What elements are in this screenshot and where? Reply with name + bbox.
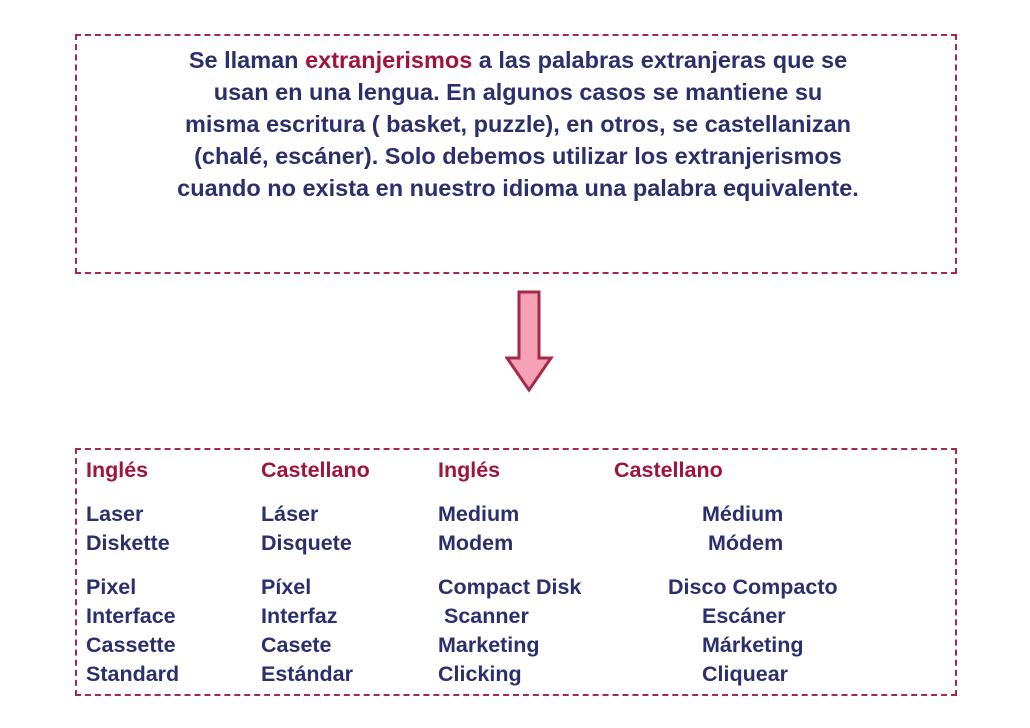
highlight-term: extranjerismos <box>305 47 473 73</box>
table-cell: Compact Disk <box>438 575 582 599</box>
table-cell: Pixel <box>86 575 137 599</box>
intro-line-3: misma escritura ( basket, puzzle), en ot… <box>184 111 852 137</box>
table-cell: Standard <box>86 662 180 686</box>
intro-line-1: Se llaman extranjerismos a las palabras … <box>188 47 848 73</box>
table-cell: Estándar <box>261 662 354 686</box>
table-cell: Interface <box>86 604 176 628</box>
table-cell: Píxel <box>261 575 312 599</box>
table-cell: Medium <box>438 502 520 526</box>
table-cell: Laser <box>86 502 144 526</box>
table-cell: Marketing <box>438 633 540 657</box>
table-cell: Interfaz <box>261 604 338 628</box>
table-cell: Diskette <box>86 531 170 555</box>
table-cell: Escáner <box>702 604 786 628</box>
table-cell: Modem <box>438 531 514 555</box>
table-cell: Médium <box>702 502 784 526</box>
table-cell: Scanner <box>444 604 529 628</box>
header-castellano-1: Castellano <box>261 458 370 482</box>
table-cell: Disco Compacto <box>668 575 838 599</box>
down-arrow-icon <box>505 290 554 393</box>
table-cell: Disquete <box>261 531 352 555</box>
intro-paragraph: Se llaman extranjerismos a las palabras … <box>87 44 949 204</box>
intro-line-5: cuando no exista en nuestro idioma una p… <box>177 175 859 201</box>
header-castellano-2: Castellano <box>614 458 723 482</box>
intro-box: Se llaman extranjerismos a las palabras … <box>75 34 957 274</box>
header-ingles-1: Inglés <box>86 458 149 482</box>
glossary-table <box>75 448 957 696</box>
table-cell: Cassette <box>86 633 176 657</box>
header-ingles-2: Inglés <box>438 458 501 482</box>
table-cell: Clicking <box>438 662 522 686</box>
table-cell: Márketing <box>702 633 804 657</box>
table-cell: Láser <box>261 502 319 526</box>
table-cell: Cliquear <box>702 662 789 686</box>
table-cell: Módem <box>708 531 784 555</box>
intro-line-2: usan en una lengua. En algunos casos se … <box>213 79 823 105</box>
table-cell: Casete <box>261 633 332 657</box>
intro-line-4: (chalé, escáner). Solo debemos utilizar … <box>194 143 842 169</box>
